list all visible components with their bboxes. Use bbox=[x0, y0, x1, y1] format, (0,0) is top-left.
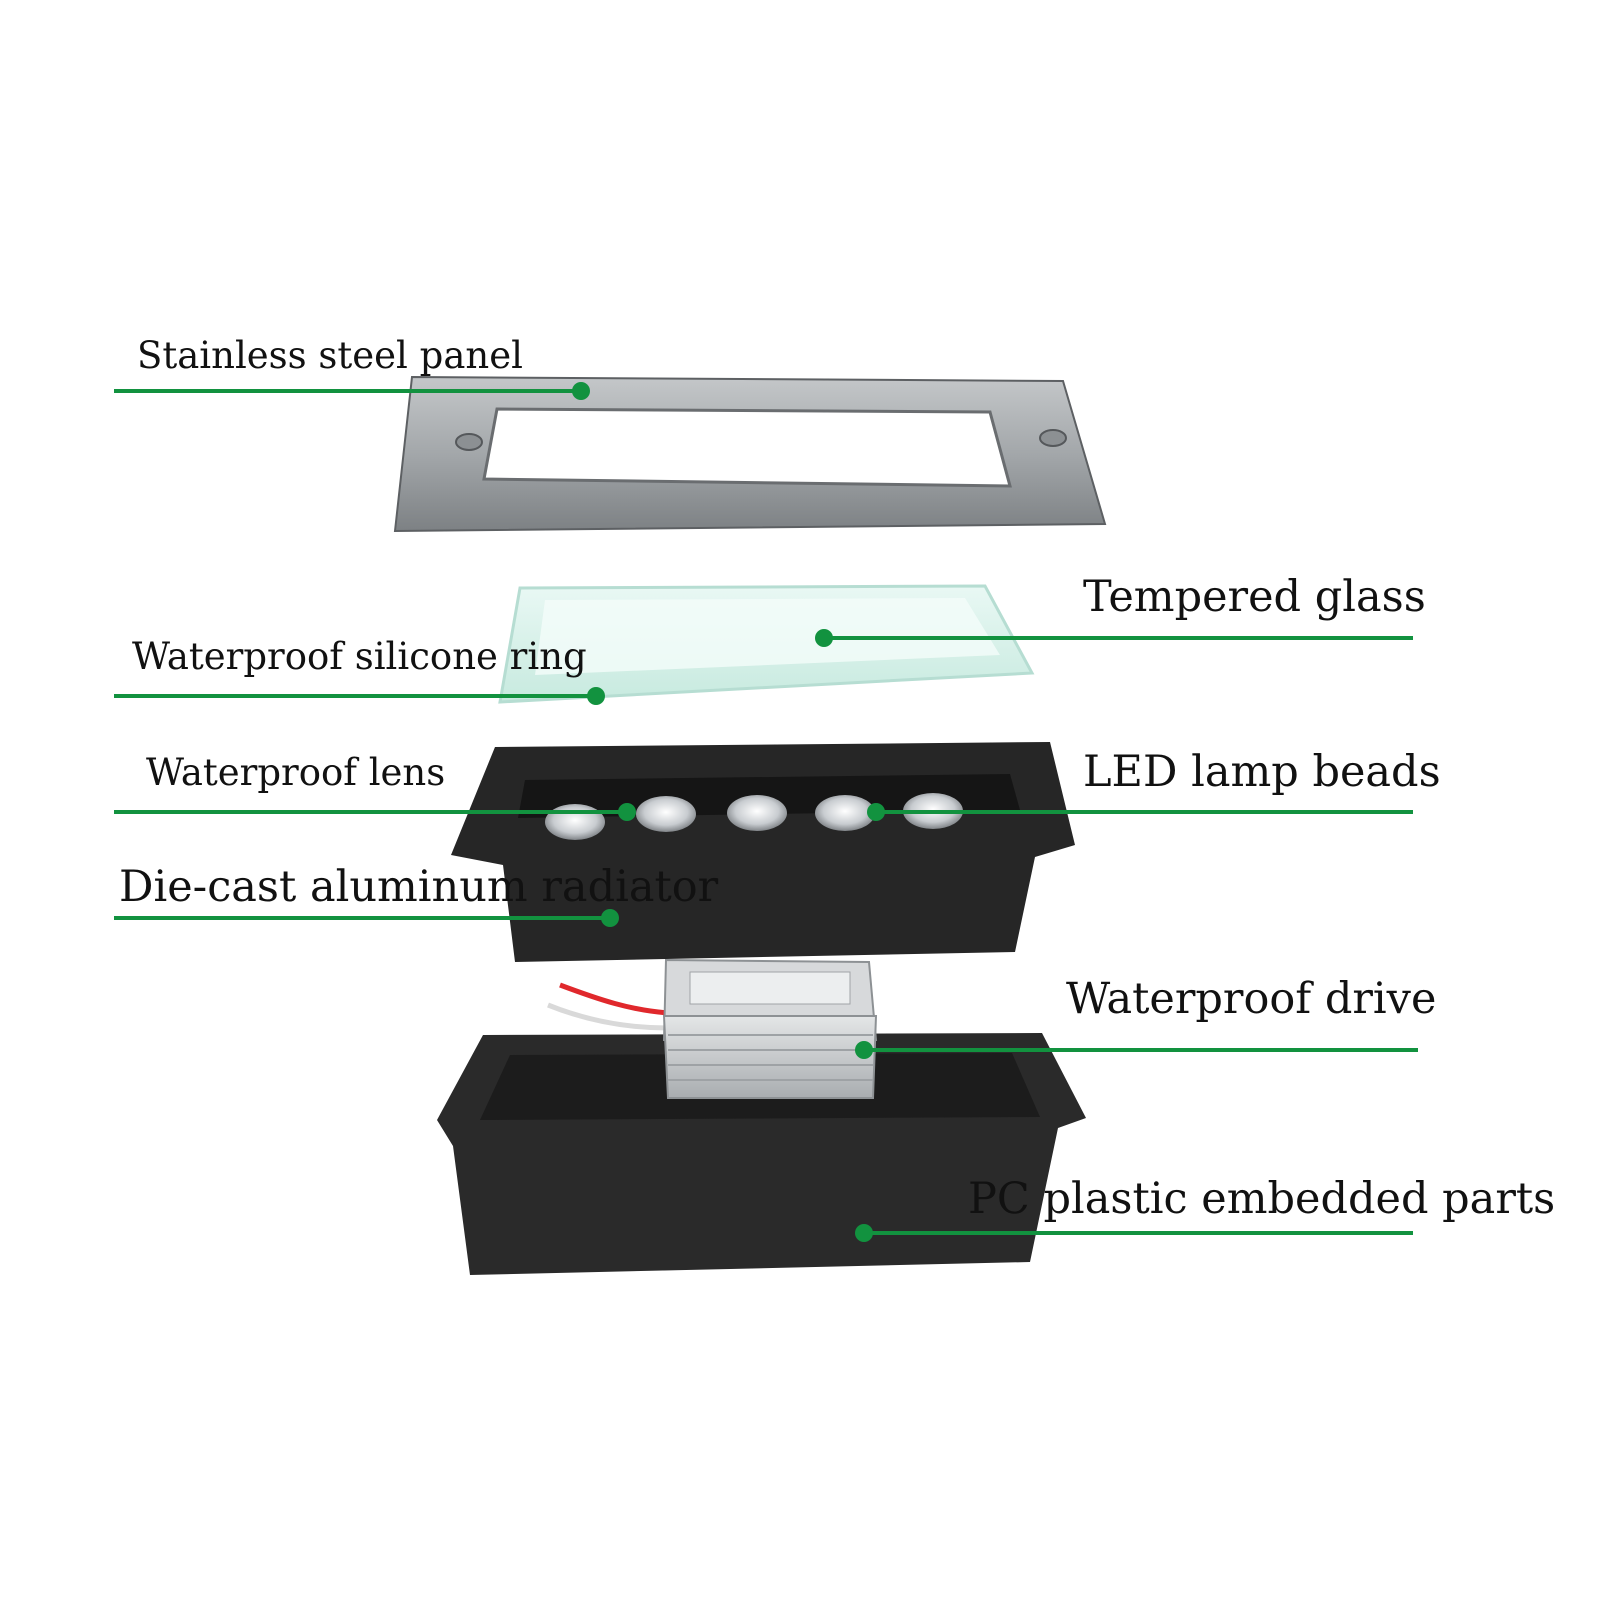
leader-die-cast-aluminum-radiator bbox=[114, 909, 619, 927]
led-bead-icon bbox=[815, 795, 875, 831]
label-waterproof-lens: Waterproof lens bbox=[146, 751, 446, 794]
leader-waterproof-drive bbox=[855, 1041, 1418, 1059]
leader-pc-plastic-embedded-parts bbox=[855, 1224, 1413, 1242]
leader-tempered-glass bbox=[815, 629, 1413, 647]
label-pc-plastic-embedded-parts: PC plastic embedded parts bbox=[968, 1174, 1556, 1224]
screw-hole-icon bbox=[455, 433, 483, 451]
led-bead-icon bbox=[545, 804, 605, 840]
label-stainless-steel-panel: Stainless steel panel bbox=[137, 334, 523, 377]
leader-led-lamp-beads bbox=[867, 803, 1413, 821]
leader-waterproof-lens bbox=[114, 803, 636, 821]
leader-waterproof-silicone-ring bbox=[114, 687, 605, 705]
led-bead-icon bbox=[636, 796, 696, 832]
leader-stainless-steel-panel bbox=[114, 382, 590, 400]
power-wires bbox=[547, 982, 669, 1031]
label-waterproof-silicone-ring: Waterproof silicone ring bbox=[132, 635, 587, 678]
waterproof-drive-image bbox=[662, 958, 878, 1099]
stainless-steel-panel-image bbox=[393, 375, 1107, 533]
screw-hole-icon bbox=[1039, 429, 1067, 447]
led-bead-icon bbox=[727, 795, 787, 831]
label-die-cast-aluminum-radiator: Die-cast aluminum radiator bbox=[119, 862, 719, 912]
tempered-glass-image bbox=[498, 584, 1035, 704]
leader-lines bbox=[114, 382, 1418, 1242]
aluminum-radiator-image bbox=[451, 742, 1075, 962]
label-waterproof-drive: Waterproof drive bbox=[1066, 974, 1437, 1024]
label-tempered-glass: Tempered glass bbox=[1083, 572, 1426, 622]
label-led-lamp-beads: LED lamp beads bbox=[1083, 747, 1441, 797]
